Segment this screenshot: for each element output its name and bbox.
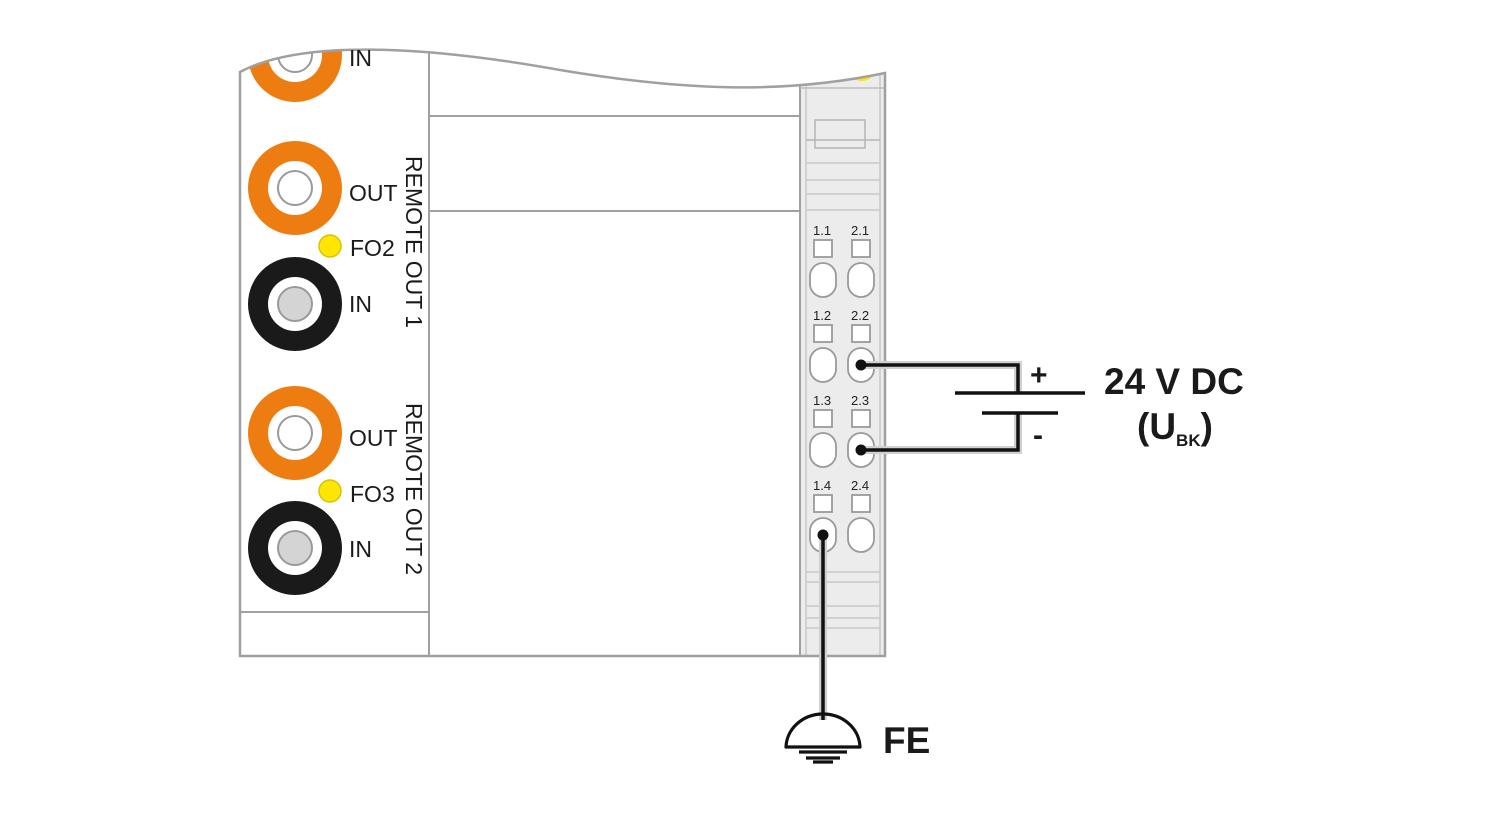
ground-icon (784, 712, 862, 764)
housing-outline (238, 48, 887, 658)
ground-label: FE (883, 720, 930, 761)
port-out-1 (248, 141, 342, 235)
port-label-in-top: IN (349, 45, 372, 71)
wire-minus (861, 413, 1020, 452)
battery-symbol (955, 391, 1085, 415)
supply-symbol-label: (UBK) (1137, 406, 1213, 450)
wire-end-1-4 (817, 529, 829, 541)
terminal-spring-2-4 (847, 517, 875, 553)
led-label-fo3: FO3 (350, 481, 395, 507)
terminal-square-2-1 (851, 239, 871, 258)
terminal-label-2-2: 2.2 (851, 308, 869, 323)
terminal-label-2-3: 2.3 (851, 393, 869, 408)
led-fo3 (318, 479, 342, 503)
port-in-2 (248, 257, 342, 351)
port-label-in-3: IN (349, 536, 372, 562)
terminal-labels: 1.1 1.2 1.3 1.4 2.1 2.2 2.3 2.4 (813, 223, 869, 493)
terminal-square-1-3 (813, 409, 833, 428)
port-in-3 (248, 501, 342, 595)
led-fo2 (318, 234, 342, 258)
terminal-spring-1-1 (809, 262, 837, 298)
terminal-label-1-4: 1.4 (813, 478, 831, 493)
terminal-spring-1-3 (809, 432, 837, 468)
wire-plus (861, 363, 1020, 392)
terminal-label-2-4: 2.4 (851, 478, 869, 493)
port-label-in-2: IN (349, 291, 372, 317)
terminal-square-1-1 (813, 239, 833, 258)
wire-end-2-2 (855, 359, 867, 371)
supply-voltage-label: 24 V DC (1104, 361, 1244, 402)
terminal-spring-2-1 (847, 262, 875, 298)
terminal-square-2-4 (851, 494, 871, 513)
group-label-remote-out-2: REMOTE OUT 2 (401, 403, 427, 575)
terminal-label-1-3: 1.3 (813, 393, 831, 408)
terminal-spring-1-2 (809, 347, 837, 383)
port-label-out-2: OUT (349, 425, 398, 451)
wire-end-2-3 (855, 444, 867, 456)
port-label-out-1: OUT (349, 180, 398, 206)
supply-symbol-close: ) (1201, 406, 1213, 447)
plus-sign: + (1030, 359, 1048, 392)
terminal-square-1-4 (813, 494, 833, 513)
module-housing (240, 49, 885, 656)
terminal-square-2-2 (851, 324, 871, 343)
terminal-label-1-2: 1.2 (813, 308, 831, 323)
terminal-square-1-2 (813, 324, 833, 343)
fe-wiring (817, 529, 829, 720)
terminal-label-2-1: 2.1 (851, 223, 869, 238)
supply-symbol-open: (U (1137, 406, 1176, 447)
terminal-label-1-1: 1.1 (813, 223, 831, 238)
supply-symbol-subscript: BK (1176, 431, 1201, 450)
group-label-remote-out-1: REMOTE OUT 1 (401, 156, 427, 328)
supply-wiring (855, 359, 1022, 456)
port-out-2 (248, 386, 342, 480)
led-label-fo2: FO2 (350, 235, 395, 261)
minus-sign: - (1033, 419, 1043, 452)
terminal-square-2-3 (851, 409, 871, 428)
